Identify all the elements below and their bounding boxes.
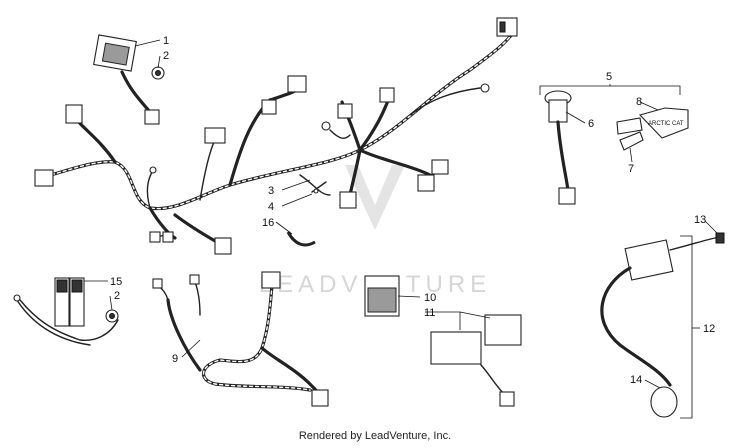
footer-credit: Rendered by LeadVenture, Inc. — [298, 430, 452, 442]
callout-labels: 1 2 3 4 5 6 7 8 9 10 11 12 13 14 15 2 16 — [110, 35, 715, 386]
callout-7: 7 — [628, 163, 634, 175]
harness-connector — [339, 191, 357, 209]
callout-14: 14 — [630, 374, 642, 386]
callout-1: 1 — [163, 35, 169, 47]
callout-16: 16 — [262, 217, 274, 229]
callout-2-lower: 2 — [114, 290, 120, 302]
ignition-switch-assembly — [544, 90, 576, 205]
cdi-module — [430, 314, 522, 407]
callout-4: 4 — [268, 201, 274, 213]
harness-connector — [417, 174, 435, 192]
callout-8: 8 — [636, 96, 642, 108]
harness-terminal — [162, 231, 174, 243]
callout-15: 15 — [110, 276, 122, 288]
harness-connector — [65, 104, 83, 124]
regulator-module — [93, 34, 165, 125]
harness-connector — [287, 75, 307, 93]
main-wiring-harness — [34, 17, 518, 255]
leader-lines — [84, 39, 718, 419]
cable-tie-band — [286, 231, 316, 247]
harness-connector — [204, 127, 226, 144]
callout-5: 5 — [606, 71, 612, 83]
ignition-coil — [600, 232, 725, 418]
callout-13: 13 — [694, 214, 706, 226]
ring-terminal — [321, 121, 331, 131]
ignition-key-set: ARCTIC CAT — [616, 107, 689, 151]
callout-12: 12 — [703, 323, 715, 335]
wire-clip — [311, 181, 327, 194]
harness-connector — [379, 87, 395, 103]
ring-terminal — [149, 166, 157, 174]
relay-pair — [13, 277, 119, 346]
callout-11: 11 — [424, 307, 435, 319]
harness-connector — [261, 99, 277, 115]
key-tag-text: ARCTIC CAT — [648, 121, 684, 127]
sub-harness — [152, 271, 329, 407]
callout-3: 3 — [268, 185, 274, 197]
harness-connector — [337, 103, 353, 119]
harness-connector — [431, 159, 449, 175]
callout-6: 6 — [588, 118, 594, 130]
harness-connector — [34, 169, 54, 187]
control-module — [364, 275, 400, 317]
harness-connector — [214, 237, 232, 255]
callout-2: 2 — [163, 50, 169, 62]
harness-terminal — [149, 231, 161, 243]
callout-9: 9 — [172, 353, 178, 365]
ring-terminal — [480, 83, 490, 93]
callout-10: 10 — [424, 292, 436, 304]
